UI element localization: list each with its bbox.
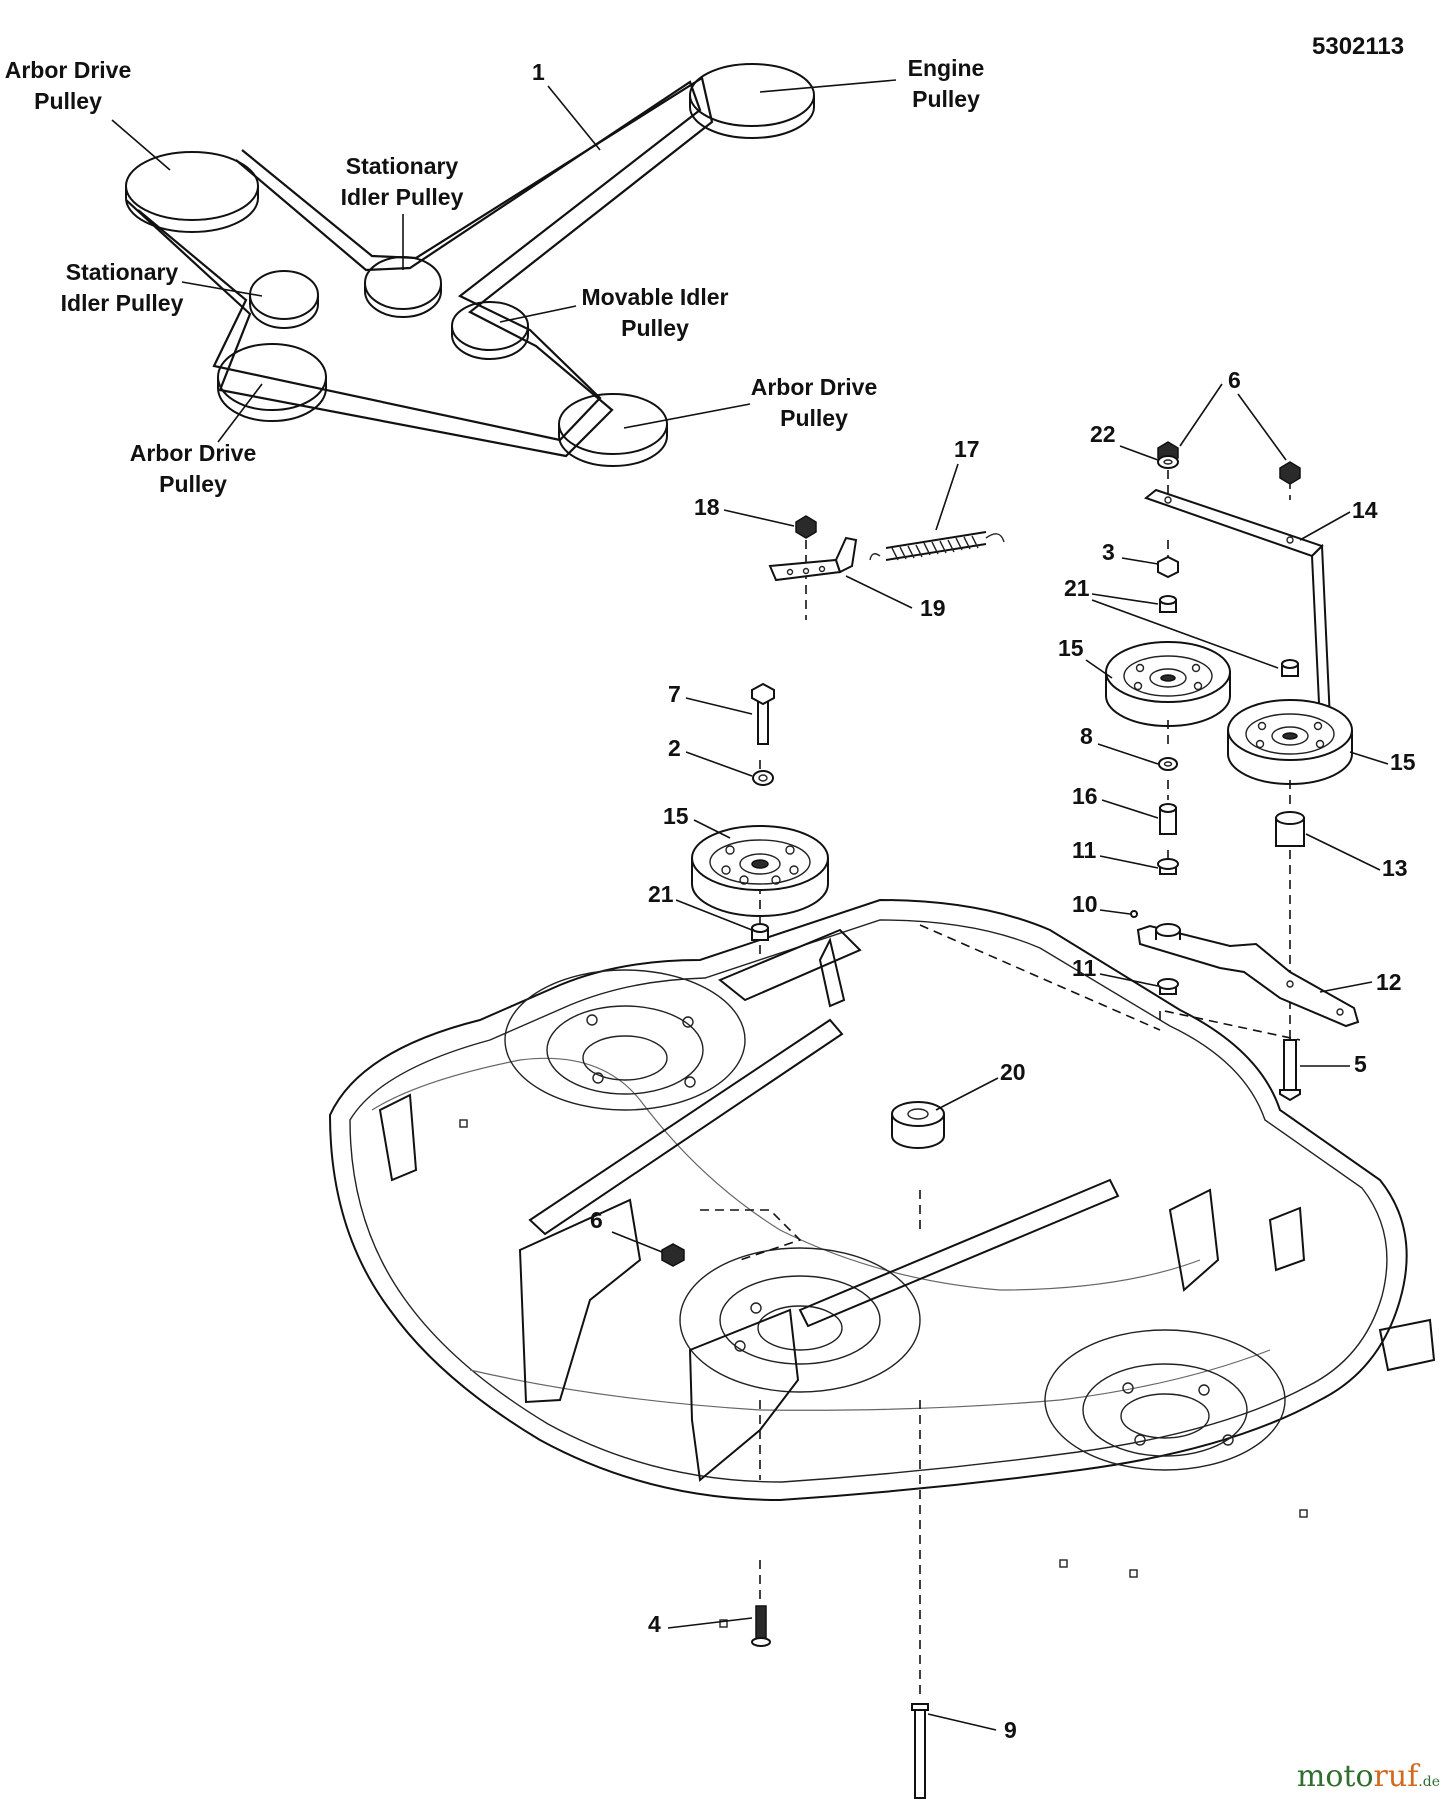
callout-6-right-a: 6: [1228, 367, 1241, 393]
callout-21-right: 21: [1064, 575, 1090, 601]
label-arbor-drive-right-2: Pulley: [780, 405, 848, 431]
pulley-item-15-right-b: [1227, 699, 1353, 785]
bushing-item-11-upper: [1157, 858, 1179, 875]
callout-3: 3: [1102, 539, 1115, 565]
callout-6-deck: 6: [590, 1207, 603, 1233]
idler-arm-item-12: [1136, 923, 1360, 1028]
callout-18: 18: [694, 494, 720, 520]
spacer-item-16: [1159, 803, 1177, 835]
bolt-item-5: [1279, 1039, 1301, 1102]
bumper-item-20: [891, 1101, 945, 1149]
stationary-idler-pulley-left: [249, 270, 319, 329]
screw-item-4: [751, 1605, 771, 1647]
washer-item-8: [1158, 757, 1178, 771]
callout-9: 9: [1004, 1717, 1017, 1743]
pulley-item-15-right-a: [1105, 641, 1231, 727]
spindle-housing-left: [504, 969, 746, 1111]
spindle-housing-center: [679, 1247, 921, 1393]
callout-5: 5: [1354, 1051, 1367, 1077]
bushing-item-21-right-b: [1281, 659, 1299, 677]
spacer-item-13: [1275, 811, 1305, 847]
callout-12: 12: [1376, 969, 1402, 995]
label-arbor-drive-bottom-left-1: Arbor Drive: [130, 440, 257, 466]
washer-item-22: [1157, 455, 1179, 469]
callout-16: 16: [1072, 783, 1098, 809]
watermark-part-3: .de: [1418, 1774, 1440, 1790]
arbor-drive-pulley-right: [558, 393, 668, 467]
callout-19: 19: [920, 595, 946, 621]
engine-pulley: [689, 63, 815, 139]
callout-belt: 1: [532, 59, 545, 85]
callout-10: 10: [1072, 891, 1098, 917]
mower-deck: [328, 898, 1436, 1628]
callout-2: 2: [668, 735, 681, 761]
washer-item-2: [752, 770, 774, 786]
label-arbor-drive-top-left-2: Pulley: [34, 88, 102, 114]
callout-11-lower: 11: [1072, 955, 1097, 981]
label-stationary-center-2: Idler Pulley: [341, 184, 464, 210]
label-stationary-left-1: Stationary: [66, 259, 179, 285]
callout-11-upper: 11: [1072, 837, 1097, 863]
ball-item-10: [1130, 910, 1138, 918]
nut-item-6-right-b: [1279, 461, 1301, 485]
document-id: 5302113: [1312, 33, 1404, 60]
label-movable-idler-2: Pulley: [621, 315, 689, 341]
watermark-logo: motoruf.de: [1297, 1759, 1440, 1794]
callout-17: 17: [954, 436, 980, 462]
left-idler-stack: [661, 515, 1005, 1647]
nut-item-3: [1157, 555, 1179, 579]
spindle-housing-right: [1044, 1329, 1286, 1471]
callout-7: 7: [668, 681, 681, 707]
bushing-item-21-right-a: [1159, 595, 1177, 613]
bolt-item-7: [751, 682, 775, 745]
nut-item-6-deck: [661, 1243, 685, 1267]
bushing-item-21-left: [751, 923, 769, 941]
callout-22: 22: [1090, 421, 1116, 447]
pulley-item-15-left: [691, 825, 829, 917]
belt-routing-diagram: [125, 63, 815, 467]
bushing-item-11-lower: [1157, 978, 1179, 995]
label-engine-1: Engine: [908, 55, 985, 81]
label-arbor-drive-bottom-left-2: Pulley: [159, 471, 227, 497]
callout-15-right-b: 15: [1390, 749, 1416, 775]
callout-4: 4: [648, 1611, 661, 1637]
arbor-drive-pulley-top-left: [125, 151, 259, 233]
callout-15-left: 15: [663, 803, 689, 829]
callout-21-left: 21: [648, 881, 674, 907]
callout-14: 14: [1352, 497, 1378, 523]
watermark-part-1: moto: [1296, 1759, 1374, 1794]
movable-idler-pulley: [451, 301, 529, 360]
callouts: 17 18 19 7 2 15 21 6 4 20 9 6 22 14 3 21: [590, 367, 1416, 1743]
label-stationary-left-2: Idler Pulley: [61, 290, 184, 316]
callout-8: 8: [1080, 723, 1093, 749]
nut-item-18: [795, 515, 817, 539]
right-idler-stack: [1105, 441, 1360, 1102]
callout-15-right-a: 15: [1058, 635, 1084, 661]
watermark-part-2: ruf: [1373, 1759, 1419, 1794]
label-movable-idler-1: Movable Idler: [582, 284, 729, 310]
pin-item-9: [911, 1703, 929, 1799]
belt-labels: Arbor Drive Pulley Engine Pulley Station…: [5, 55, 985, 497]
label-engine-2: Pulley: [912, 86, 980, 112]
spring-item-17: [869, 531, 1005, 561]
bracket-item-19: [768, 536, 858, 582]
label-arbor-drive-top-left-1: Arbor Drive: [5, 57, 132, 83]
label-arbor-drive-right-1: Arbor Drive: [751, 374, 878, 400]
label-stationary-center-1: Stationary: [346, 153, 459, 179]
arbor-drive-pulley-bottom-left: [217, 343, 327, 422]
callout-13: 13: [1382, 855, 1408, 881]
callout-20: 20: [1000, 1059, 1026, 1085]
